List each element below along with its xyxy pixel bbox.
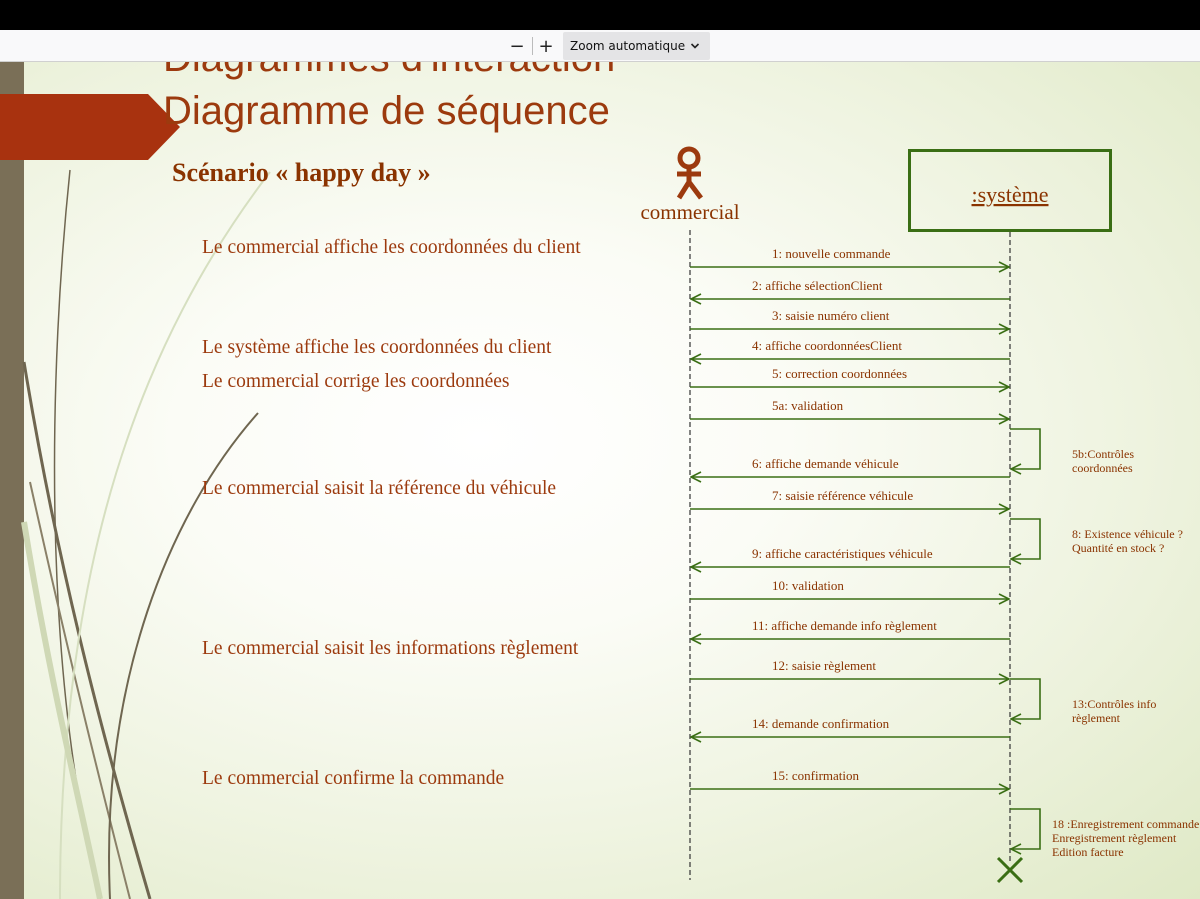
message-label: 5: correction coordonnées (772, 366, 907, 381)
top-black-bar (0, 0, 1200, 30)
message-label: 14: demande confirmation (752, 716, 890, 731)
message-label: 3: saisie numéro client (772, 308, 890, 323)
slide-title-line2: Diagramme de séquence (163, 89, 610, 133)
message-label: 9: affiche caractéristiques véhicule (752, 546, 933, 561)
self-call-arrow (1010, 428, 1041, 469)
message-label: 6: affiche demande véhicule (752, 456, 899, 471)
message-label: 11: affiche demande info règlement (752, 618, 937, 633)
sequence-diagram: commercial :système 1: nouvelle commande… (640, 146, 1199, 884)
step-text-2: Le système affiche les coordonnées du cl… (202, 337, 552, 358)
step-text-3: Le commercial corrige les coordonnées (202, 371, 510, 392)
step-text-4: Le commercial saisit la référence du véh… (202, 478, 557, 499)
zoom-in-button[interactable]: + (538, 35, 554, 57)
zoom-select[interactable]: Zoom automatique (563, 32, 710, 60)
scenario-heading: Scénario « happy day » (172, 158, 431, 187)
self-call-note: Quantité en stock ? (1072, 541, 1164, 555)
message-label: 1: nouvelle commande (772, 246, 891, 261)
self-call-arrow (1010, 808, 1041, 849)
self-call-note: 18 :Enregistrement commande (1052, 817, 1199, 831)
chevron-down-icon (690, 40, 700, 54)
presentation-slide: Diagrammes d'interaction Diagramme de sé… (0, 62, 1200, 899)
zoom-select-value: Zoom automatique (570, 39, 686, 53)
message-label: 2: affiche sélectionClient (752, 278, 883, 293)
step-text-5: Le commercial saisit les informations rè… (202, 638, 579, 659)
message-label: 7: saisie référence véhicule (772, 488, 913, 503)
message-label: 5a: validation (772, 398, 844, 413)
slide-title-line1: Diagrammes d'interaction (163, 62, 615, 81)
self-call-note: Enregistrement règlement (1052, 831, 1177, 845)
actor-figure-icon (676, 146, 703, 200)
decorative-curves (21, 169, 271, 899)
zoom-out-button[interactable]: − (509, 35, 525, 57)
system-label: :système (972, 182, 1049, 207)
self-call-note: 5b:Contrôles (1072, 447, 1134, 461)
message-label: 10: validation (772, 578, 844, 593)
viewer-toolbar: − + Zoom automatique (0, 30, 1200, 62)
self-call-arrow (1010, 678, 1041, 719)
slide-left-bar (0, 62, 24, 899)
actor-label: commercial (640, 200, 739, 224)
self-call-arrow (1010, 518, 1041, 559)
self-call-note: 13:Contrôles info (1072, 697, 1156, 711)
title-banner (0, 94, 180, 160)
step-text-1: Le commercial affiche les coordonnées du… (202, 237, 581, 258)
self-call-note: Edition facture (1052, 845, 1124, 859)
self-call-note: coordonnées (1072, 461, 1133, 475)
destroy-icon (996, 856, 1024, 884)
self-call-note: règlement (1072, 711, 1121, 725)
system-box (908, 149, 1112, 232)
message-label: 4: affiche coordonnéesClient (752, 338, 902, 353)
message-label: 12: saisie règlement (772, 658, 876, 673)
self-call-note: 8: Existence véhicule ? (1072, 527, 1183, 541)
message-label: 15: confirmation (772, 768, 860, 783)
step-text-6: Le commercial confirme la commande (202, 768, 505, 789)
toolbar-separator (532, 37, 533, 55)
